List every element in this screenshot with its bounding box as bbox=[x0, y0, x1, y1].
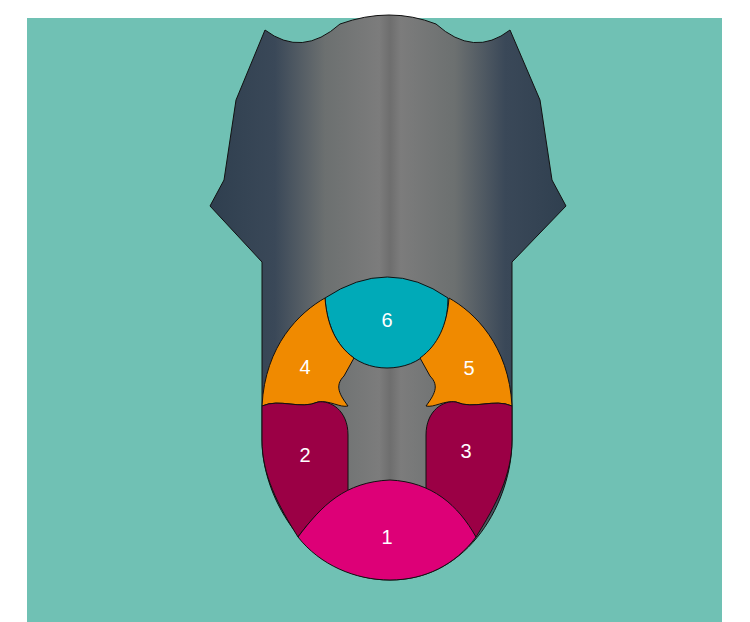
tongue-body bbox=[210, 15, 566, 580]
region-outline bbox=[417, 294, 515, 412]
callout-number: 2 bbox=[299, 445, 310, 465]
region-outline bbox=[259, 294, 357, 412]
tongue-region: 1 bbox=[295, 476, 479, 582]
tongue-region: 4 bbox=[259, 294, 357, 412]
callout-number: 3 bbox=[460, 441, 471, 461]
region-shape bbox=[420, 298, 512, 406]
region-shape bbox=[298, 480, 476, 580]
tongue-region: 5 bbox=[417, 294, 515, 412]
callout-number: 5 bbox=[463, 358, 474, 378]
callout-number: 1 bbox=[381, 527, 392, 547]
callout-number: 4 bbox=[299, 357, 310, 377]
callout-number: 6 bbox=[381, 310, 392, 330]
region-shape bbox=[262, 298, 354, 406]
